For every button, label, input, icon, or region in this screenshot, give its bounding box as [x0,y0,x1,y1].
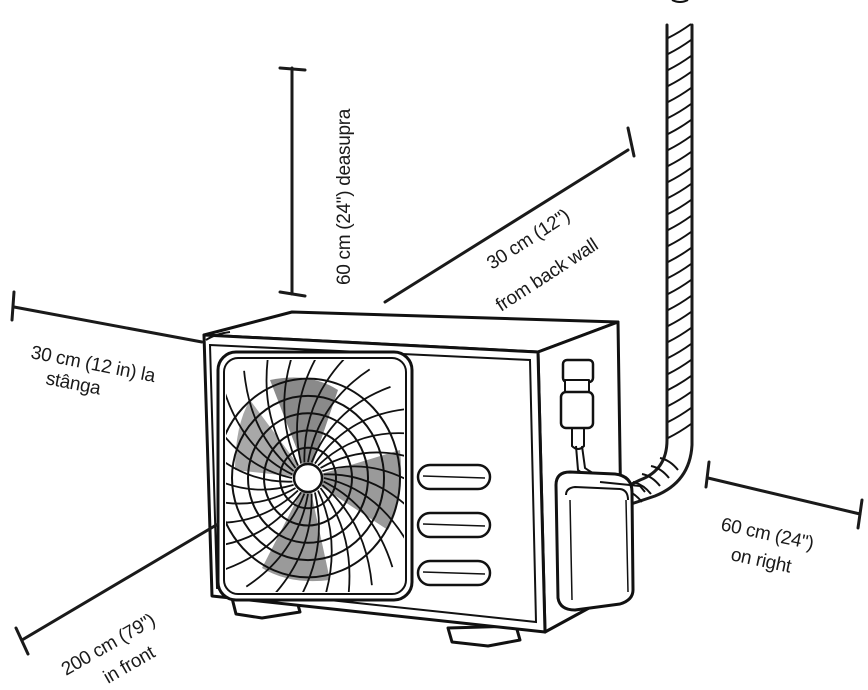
grille-spoke [323,477,404,546]
grille-spoke [303,360,347,463]
grille-spoke [319,487,351,592]
pipe-wrap-stripe [667,343,692,359]
grille-spokes [226,360,404,592]
dimension-back: 30 cm (12") from back wall [383,126,636,316]
grille-ring [279,446,337,510]
pipe-wrap-stripe [667,311,692,327]
pipe-wrap-stripe [667,215,692,231]
terminal-cover [554,470,646,612]
grille-spoke [226,464,294,491]
pipe-wrap-stripe [667,87,692,103]
grille-ring [226,377,401,579]
pipe-wrap-stripe [641,473,661,487]
grille-spoke [314,408,404,465]
refrigerant-pipe [613,0,694,508]
pipe-wrap-stripe [667,247,692,263]
grille-spoke [321,484,373,586]
dimension-left: 30 cm (12 in) la stânga [10,290,204,400]
grille-spoke [245,493,309,588]
pipe-wrap-stripe [667,279,692,295]
grille-spoke [307,368,371,463]
pipe-wrap-stripe [667,231,692,247]
pipe-wrap-stripe [667,119,692,135]
pipe-wrap-stripe [650,465,670,479]
front-panel-slots [416,463,492,587]
grille-spoke [226,489,299,524]
grille-spoke [323,473,404,520]
pipe-wrap-stripe [667,391,692,407]
pipe-wrap-stripe [667,71,692,87]
dimension-front: 200 cm (79") in front [14,522,220,688]
dimension-right: 60 cm (24") on right [704,460,864,578]
grille-spoke [226,410,293,479]
grille-spoke [226,436,293,483]
grille-spoke [265,360,297,469]
dimension-top: 60 cm (24") deasupra [278,66,355,298]
pipe-wrap-stripe [667,375,692,391]
grille-spoke [295,492,320,592]
grille-spoke [322,465,404,492]
pipe-wrap-stripe [667,167,692,183]
pipe-wrap-stripe [667,295,692,311]
pipe-wrap-stripe [632,481,652,495]
label-top: 60 cm (24") deasupra [334,108,355,285]
pipe-wrap-stripe [667,199,692,215]
pipe-wrap-stripe [667,407,692,423]
pipe-wrap-stripe [667,359,692,375]
grille-ring [247,412,369,544]
grille-spoke [269,493,313,592]
pipe-wrap-stripe [667,263,692,279]
pipe-wrap-stripe [667,151,692,167]
fan-hub [292,462,324,494]
grille-spoke [226,491,302,548]
label-right-2: on right [729,544,794,577]
grille-spoke [320,451,404,469]
grille-spoke [226,388,293,476]
pipe-wrap-stripe [667,23,692,39]
pipe-wrap-stripe [667,103,692,119]
grille-spoke [243,370,295,472]
grille-spoke [296,360,321,464]
grille-spoke [226,493,306,570]
grille-spoke [283,360,299,466]
grille-rings [226,377,401,579]
grille-spoke [310,386,391,463]
pipe-wrap-stripe [667,183,692,199]
pipe-wrap-stripe [667,327,692,343]
grille-spoke [317,432,404,467]
pipe-wrap-stripe [667,423,692,439]
grille-ring [263,429,353,527]
fan-grille [216,350,414,602]
grille-spoke [323,480,394,568]
pipe-wrap-stripe [659,457,679,471]
grille-ring [231,394,385,562]
outdoor-unit [202,310,646,648]
pipe-wrap-stripe [667,135,692,151]
pipe-wrap-stripe [667,55,692,71]
pipe-wrap-stripe [667,39,692,55]
grille-spoke [226,487,296,505]
grille-spoke [317,490,333,592]
